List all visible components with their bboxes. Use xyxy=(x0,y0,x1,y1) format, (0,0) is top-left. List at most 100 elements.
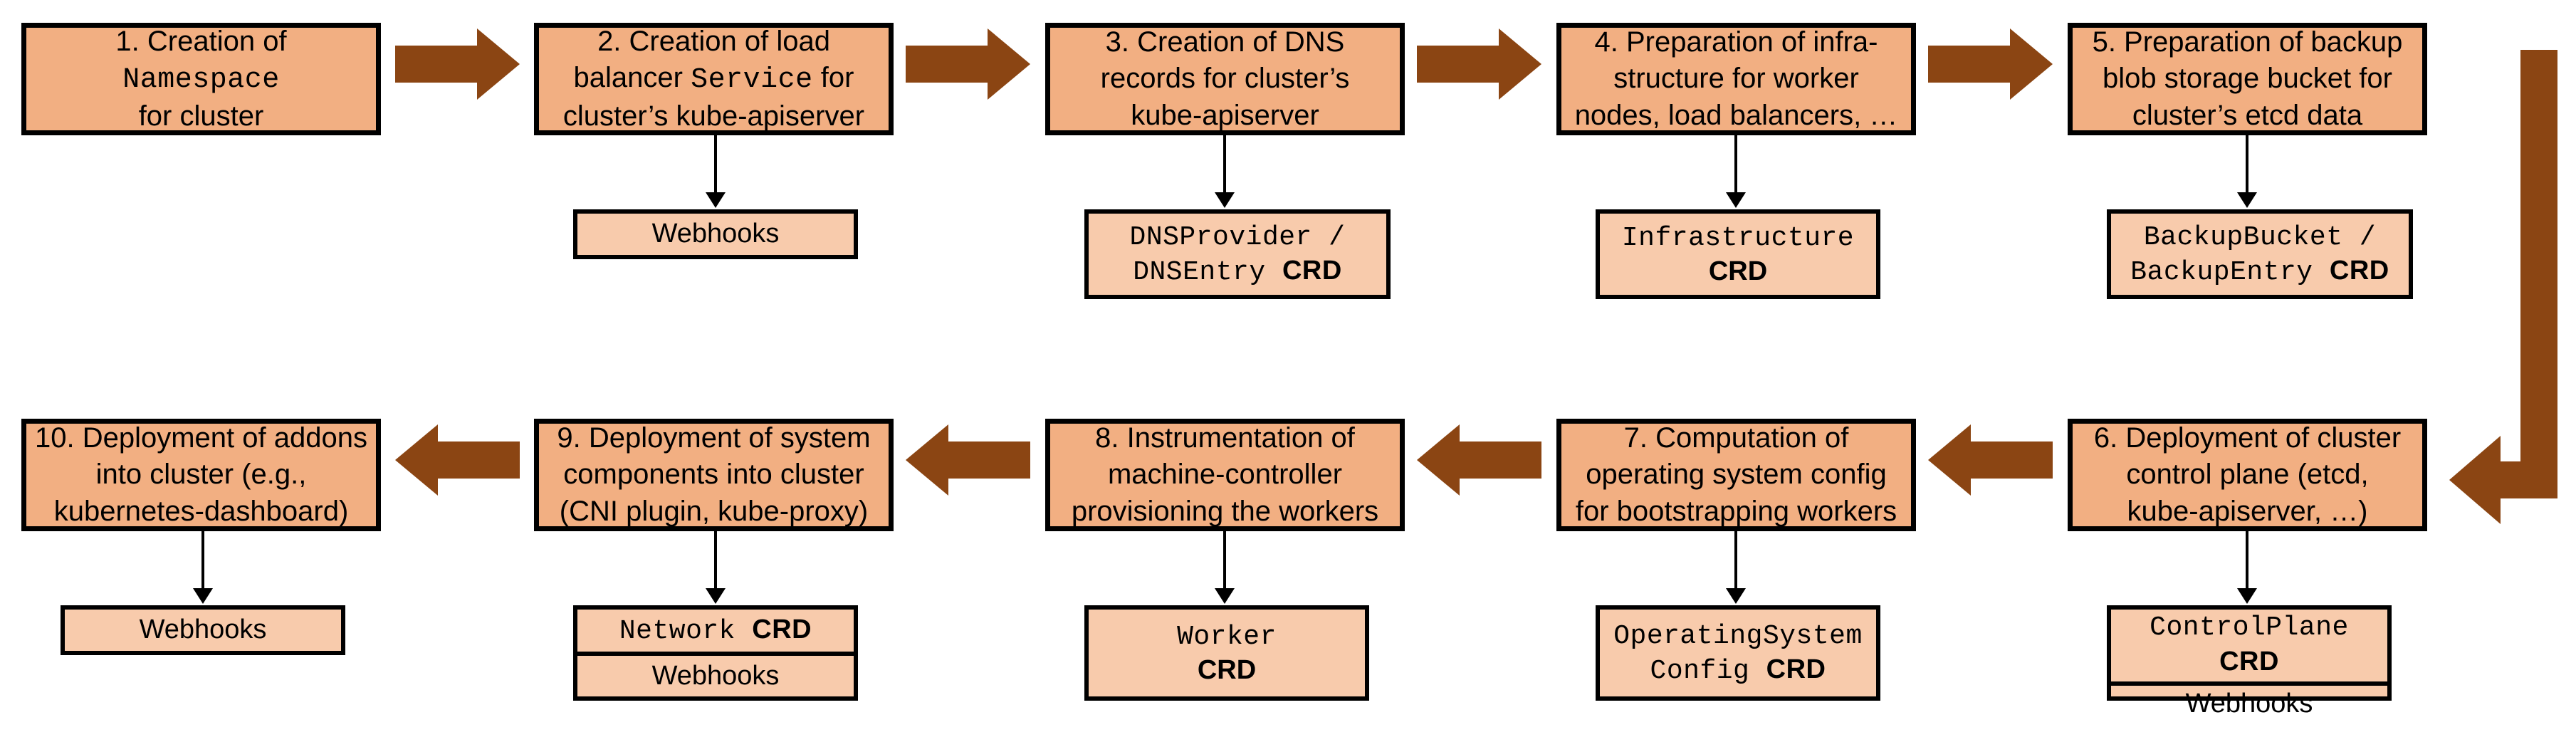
flow-arrow-8-to-9 xyxy=(906,424,1030,496)
artifact-row-webhooks: Webhooks xyxy=(651,219,780,249)
step-6-text: 6. Deployment of cluster control plane (… xyxy=(2080,420,2415,530)
step-3-text: 3. Creation of DNS records for cluster’s… xyxy=(1057,24,1393,134)
artifact-box-step-8[interactable]: Worker CRD xyxy=(1084,605,1369,701)
step-4-line-3: nodes, load balancers, … xyxy=(1574,99,1898,131)
artifact-box-step-2[interactable]: Webhooks xyxy=(573,209,858,259)
artifact-row-dns: DNSProvider / DNSEntry CRD xyxy=(1089,214,1386,295)
step-10-line-3: kubernetes-dashboard) xyxy=(53,495,349,527)
arrow-head xyxy=(2010,28,2053,100)
step-box-2[interactable]: 2. Creation of load balancer Service for… xyxy=(534,23,894,135)
artifact-box-step-6[interactable]: ControlPlane CRD Webhooks xyxy=(2107,605,2392,719)
flow-arrow-4-to-5 xyxy=(1928,28,2053,100)
step-box-7[interactable]: 7. Computation of operating system confi… xyxy=(1556,419,1916,531)
artifact-row-backup: BackupBucket / BackupEntry CRD xyxy=(2111,214,2409,295)
arrow-shaft xyxy=(395,46,481,83)
artifact-line-2: CRD xyxy=(1708,256,1768,286)
connector-arrowhead xyxy=(2237,588,2257,604)
step-5-line-2: blob storage bucket for xyxy=(2103,63,2392,95)
step-8-line-1: 8. Instrumentation of xyxy=(1095,422,1355,454)
arrow-shaft xyxy=(1417,46,1502,83)
connector-arrowhead xyxy=(1215,192,1235,208)
step-box-4[interactable]: 4. Preparation of infra- structure for w… xyxy=(1556,23,1916,135)
flow-arrow-5-to-6 xyxy=(2449,50,2576,548)
connector-step-7 xyxy=(1682,531,1789,604)
connector-arrowhead xyxy=(706,192,726,208)
connector-stem xyxy=(1223,531,1226,588)
connector-arrowhead xyxy=(1215,588,1235,604)
step-2-line-1: 2. Creation of load xyxy=(597,25,830,57)
connector-arrowhead xyxy=(2237,192,2257,208)
arrow-head xyxy=(1417,424,1460,496)
artifact-box-step-10[interactable]: Webhooks xyxy=(61,605,345,655)
step-9-line-2: components into cluster xyxy=(563,459,864,491)
arrow-shaft xyxy=(434,441,520,479)
step-box-6[interactable]: 6. Deployment of cluster control plane (… xyxy=(2068,419,2427,531)
artifact-line-2: DNSEntry CRD xyxy=(1133,256,1342,288)
step-7-line-1: 7. Computation of xyxy=(1623,422,1849,454)
step-box-5[interactable]: 5. Preparation of backup blob storage bu… xyxy=(2068,23,2427,135)
step-1-text: 1. Creation of Namespace for cluster xyxy=(33,23,369,135)
step-2-line-3: cluster’s kube-apiserver xyxy=(562,100,865,132)
flow-arrow-2-to-3 xyxy=(906,28,1030,100)
step-box-10[interactable]: 10. Deployment of addons into cluster (e… xyxy=(21,419,381,531)
flow-arrow-7-to-8 xyxy=(1417,424,1541,496)
step-10-line-2: into cluster (e.g., xyxy=(95,459,307,491)
artifact-line-1: OperatingSystem xyxy=(1613,620,1863,652)
artifact-line-1: Infrastructure xyxy=(1621,222,1855,254)
step-1-line-2: Namespace xyxy=(122,63,280,96)
step-box-8[interactable]: 8. Instrumentation of machine-controller… xyxy=(1045,419,1405,531)
connector-stem xyxy=(1223,135,1226,192)
step-7-text: 7. Computation of operating system confi… xyxy=(1569,420,1904,530)
step-5-line-3: cluster’s etcd data xyxy=(2132,99,2363,131)
step-3-line-1: 3. Creation of DNS xyxy=(1105,26,1345,58)
artifact-box-step-4[interactable]: Infrastructure CRD xyxy=(1596,209,1880,299)
arrow-shaft xyxy=(1967,441,2053,479)
flow-arrow-6-to-7 xyxy=(1928,424,2053,496)
arrow-head xyxy=(906,424,948,496)
step-box-9[interactable]: 9. Deployment of system components into … xyxy=(534,419,894,531)
artifact-box-step-9[interactable]: Network CRD Webhooks xyxy=(573,605,858,701)
step-9-text: 9. Deployment of system components into … xyxy=(546,420,881,530)
connector-arrowhead xyxy=(193,588,213,604)
elbow-vertical-segment xyxy=(2520,50,2557,498)
step-4-line-1: 4. Preparation of infra- xyxy=(1594,26,1878,58)
arrow-shaft xyxy=(945,441,1030,479)
arrow-head xyxy=(477,28,520,100)
artifact-line-1: DNSProvider / xyxy=(1129,221,1346,253)
connector-step-5 xyxy=(2194,135,2300,208)
step-2-line-2: balancer Service for xyxy=(573,61,854,96)
artifact-box-step-5[interactable]: BackupBucket / BackupEntry CRD xyxy=(2107,209,2413,299)
connector-stem xyxy=(714,135,717,192)
step-9-line-1: 9. Deployment of system xyxy=(557,422,871,454)
artifact-line-2: CRD xyxy=(1197,655,1257,685)
connector-step-3 xyxy=(1171,135,1278,208)
step-box-3[interactable]: 3. Creation of DNS records for cluster’s… xyxy=(1045,23,1405,135)
flow-arrow-9-to-10 xyxy=(395,424,520,496)
step-10-line-1: 10. Deployment of addons xyxy=(35,422,367,454)
artifact-row-osc: OperatingSystem Config CRD xyxy=(1600,610,1876,696)
connector-stem xyxy=(2246,531,2248,588)
artifact-row-infrastructure: Infrastructure CRD xyxy=(1600,214,1876,295)
connector-arrowhead xyxy=(706,588,726,604)
arrow-head xyxy=(1928,424,1971,496)
arrow-shaft xyxy=(1928,46,2014,83)
step-10-text: 10. Deployment of addons into cluster (e… xyxy=(33,420,369,530)
flow-arrow-1-to-2 xyxy=(395,28,520,100)
connector-step-10 xyxy=(150,531,256,604)
artifact-box-step-3[interactable]: DNSProvider / DNSEntry CRD xyxy=(1084,209,1391,299)
step-6-line-1: 6. Deployment of cluster xyxy=(2093,422,2402,454)
step-box-1[interactable]: 1. Creation of Namespace for cluster xyxy=(21,23,381,135)
artifact-row-webhooks: Webhooks xyxy=(2185,689,2313,719)
connector-step-8 xyxy=(1171,531,1278,604)
artifact-box-step-7[interactable]: OperatingSystem Config CRD xyxy=(1596,605,1880,701)
connector-step-6 xyxy=(2194,531,2300,604)
arrow-shaft xyxy=(1456,441,1541,479)
step-8-line-2: machine-controller xyxy=(1107,459,1343,491)
artifact-line-2: Config CRD xyxy=(1650,654,1826,686)
elbow-arrowhead xyxy=(2449,436,2501,524)
artifact-row-controlplane-crd: ControlPlane CRD xyxy=(2111,610,2387,686)
step-7-line-2: operating system config xyxy=(1586,459,1887,491)
step-8-text: 8. Instrumentation of machine-controller… xyxy=(1057,420,1393,530)
arrow-head xyxy=(395,424,438,496)
